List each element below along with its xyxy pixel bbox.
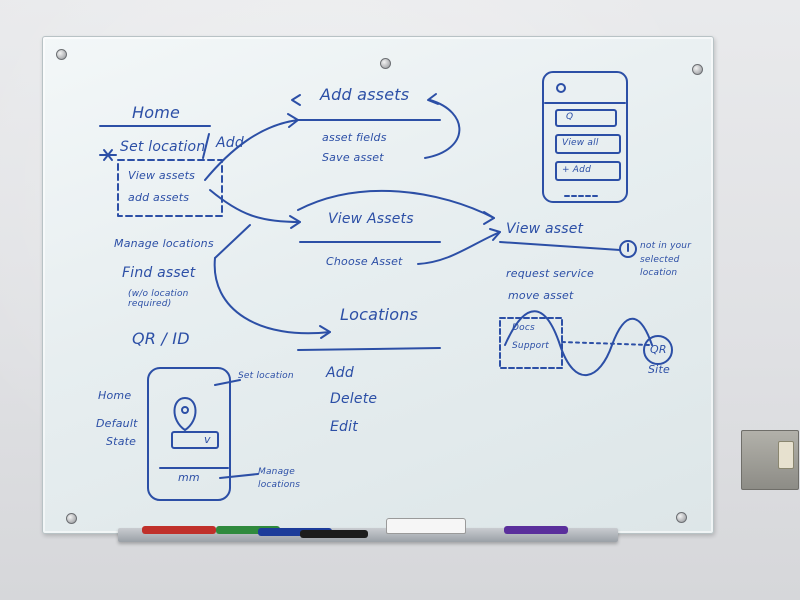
phone-top-row-search: Q	[566, 112, 574, 122]
add-label: Add	[216, 135, 244, 151]
arrow-to-locations	[213, 257, 331, 335]
view-asset-note: not in your selected location	[640, 241, 692, 278]
phone-bottom-label-default: Default	[96, 417, 138, 430]
view-assets-item-choose: Choose Asset	[326, 255, 403, 268]
note-circle	[619, 240, 637, 258]
board-screw	[676, 512, 687, 523]
view-asset-title: View asset	[506, 221, 584, 237]
home-title: Home	[132, 103, 181, 122]
phone-top-row-add: + Add	[562, 165, 591, 175]
board-screw	[380, 58, 391, 69]
view-asset-item-request-service: request service	[506, 267, 594, 280]
phone-bottom-label-state: State	[106, 435, 137, 448]
add-assets-title: Add assets	[320, 85, 410, 104]
arrow-to-view-asset	[297, 189, 495, 219]
locations-underline	[297, 347, 441, 351]
view-assets-title: View Assets	[328, 211, 414, 227]
flow-label-docs: Docs	[512, 323, 535, 333]
qr-circle	[643, 335, 673, 365]
back-arrow	[291, 94, 301, 106]
home-item-no-location: (w/o location required)	[128, 289, 189, 309]
black-marker[interactable]	[300, 530, 368, 538]
dashed-box	[117, 159, 223, 217]
phone-sketch-bottom	[147, 367, 231, 501]
green-marker[interactable]	[216, 526, 280, 534]
flow-wave	[504, 310, 653, 377]
home-item-add-assets: add assets	[128, 191, 190, 204]
locations-item-delete: Delete	[330, 391, 378, 407]
flow-label-support: Support	[512, 341, 549, 351]
board-screw	[692, 64, 703, 75]
view-asset-item-move: move asset	[508, 289, 574, 302]
locations-item-edit: Edit	[330, 419, 358, 435]
arrow-to-add-assets	[204, 119, 299, 181]
board-screw	[56, 49, 67, 60]
blue-marker[interactable]	[258, 528, 332, 536]
whiteboard-eraser[interactable]	[386, 518, 466, 534]
home-item-qr-id: QR / ID	[132, 329, 190, 348]
star-mark	[99, 149, 117, 161]
arrow-to-view-assets	[209, 189, 301, 223]
flow-label-site: Site	[648, 363, 670, 376]
phone-top-row-view-all: View all	[562, 138, 599, 148]
home-item-set-location: Set location	[120, 139, 206, 155]
locations-title: Locations	[340, 305, 419, 324]
phone-bottom-label-set-location: Set location	[238, 371, 294, 381]
light-switch-toggle[interactable]	[778, 441, 794, 469]
loop-arrow	[424, 99, 461, 159]
phone-bottom-label-manage-locations: Manage locations	[258, 467, 301, 490]
home-item-manage-locations: Manage locations	[114, 237, 214, 250]
home-item-find-asset: Find asset	[122, 265, 196, 281]
board-screw	[66, 513, 77, 524]
phone-sketch-top	[542, 71, 628, 203]
locations-item-add: Add	[326, 365, 354, 381]
phone-bottom-row-mark: mm	[178, 471, 200, 484]
purple-marker[interactable]	[504, 526, 568, 534]
phone-bottom-label-home: Home	[98, 389, 132, 402]
chevron-down-icon: v	[204, 433, 211, 446]
add-assets-item-save: Save asset	[322, 151, 384, 164]
view-asset-underline	[499, 241, 621, 251]
flow-label-qr: QR	[650, 343, 667, 356]
add-assets-item-fields: asset fields	[322, 131, 387, 144]
home-item-view-assets: View assets	[128, 169, 196, 182]
red-marker[interactable]	[142, 526, 216, 534]
